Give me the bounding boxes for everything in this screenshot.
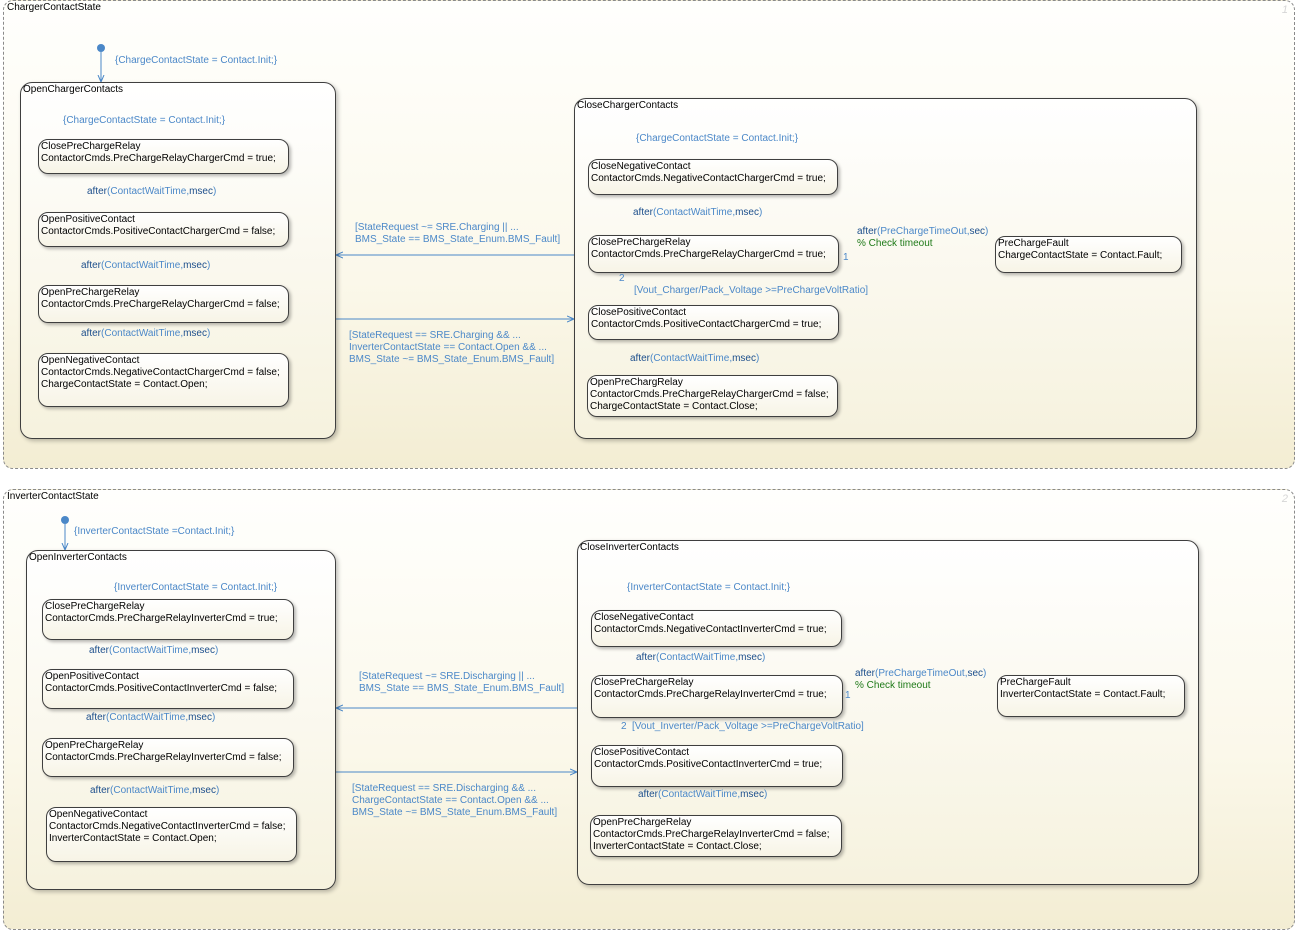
superstate-title: OpenChargerContacts [23,84,124,95]
transition-label: after(ContactWaitTime,msec) [90,785,220,796]
state-close-precharge-relay[interactable]: ClosePreChargeRelay ContactorCmds.PreCha… [591,675,843,718]
superstate-title: CloseChargerContacts [577,100,679,111]
transition-label: after(ContactWaitTime,msec) [630,353,760,364]
default-transition-label: {InverterContactState = Contact.Init;} [114,582,278,593]
transition-guard-to-open: [StateRequest ~= SRE.Charging || ...BMS_… [355,222,561,245]
transition-guard-to-close: [StateRequest == SRE.Charging && ...Inve… [349,330,555,365]
state-close-precharge-relay[interactable]: ClosePreChargeRelay ContactorCmds.PreCha… [38,139,289,174]
state-action: ContactorCmds.PreChargeRelayInverterCmd … [594,689,827,700]
state-open-precharge-relay[interactable]: OpenPreChargRelay ContactorCmds.PreCharg… [587,375,838,417]
state-action: ContactorCmds.PositiveContactChargerCmd … [591,319,822,330]
state-open-precharge-relay[interactable]: OpenPreChargeRelay ContactorCmds.PreChar… [42,738,294,777]
state-action: ContactorCmds.PreChargeRelayInverterCmd … [45,613,278,624]
default-transition-label: {InverterContactState =Contact.Init;} [74,526,235,537]
state-action: ContactorCmds.NegativeContactChargerCmd … [41,367,280,378]
state-action: ContactorCmds.PreChargeRelayChargerCmd =… [591,249,826,260]
state-close-positive-contact[interactable]: ClosePositiveContact ContactorCmds.Posit… [588,305,839,340]
state-name: CloseNegativeContact [594,612,694,623]
superstate-title: OpenInverterContacts [29,552,127,563]
charger-contact-state-title: ChargerContactState [7,2,101,13]
state-name: OpenPreChargeRelay [41,287,140,298]
volt-ratio-condition: [Vout_Inverter/Pack_Voltage >=PreChargeV… [632,721,864,732]
state-name: ClosePreChargeRelay [591,237,691,248]
state-action: ContactorCmds.PositiveContactInverterCmd… [594,759,823,770]
parallel-order-number: 1 [1281,4,1288,16]
state-action: ContactorCmds.PreChargeRelayChargerCmd =… [41,299,280,310]
state-name: OpenPositiveContact [45,671,139,682]
transition-guard-to-close: [StateRequest == SRE.Discharging && ...C… [352,783,558,818]
state-close-negative-contact[interactable]: CloseNegativeContact ContactorCmds.Negat… [591,610,842,647]
state-name: ClosePositiveContact [594,747,690,758]
state-open-positive-contact[interactable]: OpenPositiveContact ContactorCmds.Positi… [42,669,294,709]
state-action: ContactorCmds.PositiveContactInverterCmd… [45,683,278,694]
transition-priority-2: 2 [619,273,625,284]
state-action: InverterContactState = Contact.Close; [593,841,762,852]
state-action: ContactorCmds.NegativeContactChargerCmd … [591,173,826,184]
transition-label: after(ContactWaitTime,msec) [89,645,219,656]
state-open-precharge-relay[interactable]: OpenPreChargeRelay ContactorCmds.PreChar… [590,815,842,857]
state-action: InverterContactState = Contact.Fault; [1000,689,1166,700]
state-name: PreChargeFault [1000,677,1071,688]
state-name: ClosePreChargeRelay [594,677,694,688]
superstate-title: CloseInverterContacts [580,542,679,553]
transition-priority-2: 2 [621,721,627,732]
state-name: CloseNegativeContact [591,161,691,172]
state-name: OpenPreChargRelay [590,377,683,388]
state-action: ContactorCmds.PreChargeRelayChargerCmd =… [41,153,276,164]
state-action: ContactorCmds.PreChargeRelayChargerCmd =… [590,389,829,400]
transition-label: after(ContactWaitTime,msec) [636,652,766,663]
state-action: ChargeContactState = Contact.Fault; [998,250,1163,261]
state-action: ChargeContactState = Contact.Close; [590,401,758,412]
state-action: ContactorCmds.PositiveContactChargerCmd … [41,226,276,237]
timeout-transition-label: after(PreChargeTimeOut,sec)% Check timeo… [855,668,987,691]
state-name: PreChargeFault [998,238,1069,249]
transition-label: after(ContactWaitTime,msec) [638,789,768,800]
default-transition-label: {ChargeContactState = Contact.Init;} [63,115,226,126]
timeout-transition-label: after(PreChargeTimeOut,sec)% Check timeo… [857,226,989,249]
transition-label: after(ContactWaitTime,msec) [81,328,211,339]
transition-label: after(ContactWaitTime,msec) [633,207,763,218]
state-close-positive-contact[interactable]: ClosePositiveContact ContactorCmds.Posit… [591,745,843,787]
state-precharge-fault[interactable]: PreChargeFault InverterContactState = Co… [997,675,1185,717]
state-action: InverterContactState = Contact.Open; [49,833,217,844]
inverter-contact-state-title: InverterContactState [7,491,99,502]
default-transition-label: {ChargeContactState = Contact.Init;} [636,133,799,144]
state-name: ClosePositiveContact [591,307,687,318]
state-action: ContactorCmds.PreChargeRelayInverterCmd … [45,752,282,763]
state-action: ContactorCmds.NegativeContactInverterCmd… [594,624,827,635]
volt-ratio-condition: [Vout_Charger/Pack_Voltage >=PreChargeVo… [634,285,869,296]
transition-priority-1: 1 [845,690,851,701]
transition-label: after(ContactWaitTime,msec) [81,260,211,271]
state-action: ContactorCmds.PreChargeRelayInverterCmd … [593,829,830,840]
state-open-precharge-relay[interactable]: OpenPreChargeRelay ContactorCmds.PreChar… [38,285,289,323]
default-transition-label: {ChargeContactState = Contact.Init;} [115,55,278,66]
default-transition-label: {InverterContactState = Contact.Init;} [627,582,791,593]
transition-label: after(ContactWaitTime,msec) [87,186,217,197]
state-precharge-fault[interactable]: PreChargeFault ChargeContactState = Cont… [995,236,1182,273]
transition-label: after(ContactWaitTime,msec) [86,712,216,723]
state-name: OpenPreChargeRelay [45,740,144,751]
state-name: OpenPreChargeRelay [593,817,692,828]
parallel-order-number: 2 [1281,493,1288,505]
transition-guard-to-open: [StateRequest ~= SRE.Discharging || ...B… [359,671,565,694]
state-action: ContactorCmds.NegativeContactInverterCmd… [49,821,286,832]
state-action: ChargeContactState = Contact.Open; [41,379,208,390]
state-name: OpenPositiveContact [41,214,135,225]
state-name: OpenNegativeContact [41,355,140,366]
state-name: OpenNegativeContact [49,809,148,820]
default-transition-dot [61,516,69,524]
state-open-negative-contact[interactable]: OpenNegativeContact ContactorCmds.Negati… [38,353,289,407]
state-close-negative-contact[interactable]: CloseNegativeContact ContactorCmds.Negat… [588,159,838,195]
default-transition-dot [97,44,105,52]
state-open-negative-contact[interactable]: OpenNegativeContact ContactorCmds.Negati… [46,807,297,862]
state-name: ClosePreChargeRelay [45,601,145,612]
state-open-positive-contact[interactable]: OpenPositiveContact ContactorCmds.Positi… [38,212,289,247]
state-name: ClosePreChargeRelay [41,141,141,152]
state-close-precharge-relay[interactable]: ClosePreChargeRelay ContactorCmds.PreCha… [588,235,839,273]
state-close-precharge-relay[interactable]: ClosePreChargeRelay ContactorCmds.PreCha… [42,599,294,640]
transition-priority-1: 1 [843,252,849,263]
